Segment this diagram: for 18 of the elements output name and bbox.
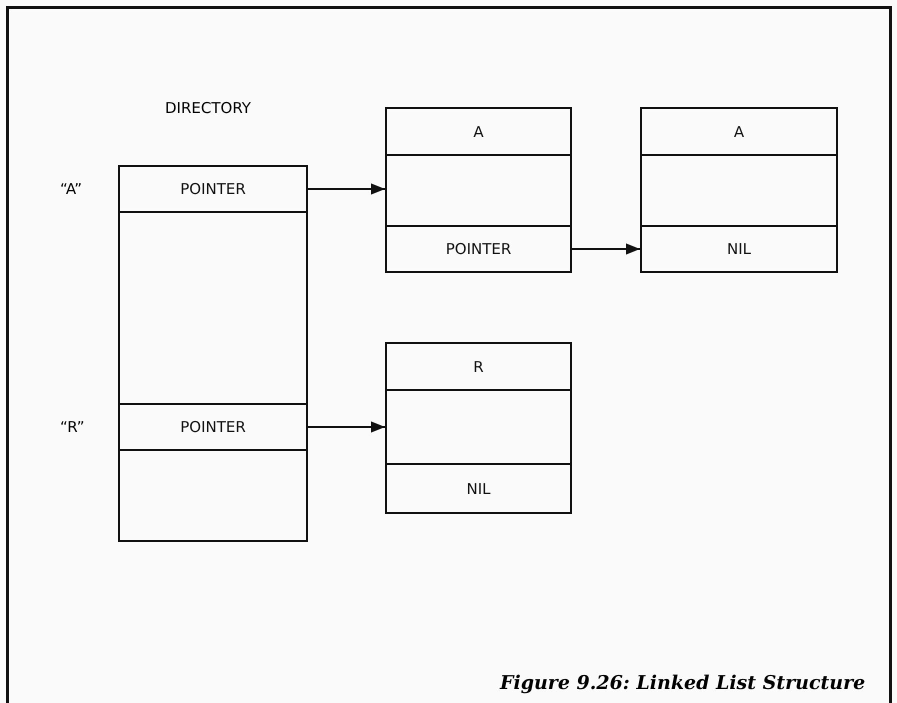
field-label: POINTER bbox=[180, 180, 246, 198]
field-label: POINTER bbox=[446, 240, 512, 258]
field-label: NIL bbox=[466, 480, 490, 498]
arrow bbox=[572, 243, 640, 255]
record-box bbox=[640, 107, 838, 273]
figure-caption: Figure 9.26: Linked List Structure bbox=[500, 672, 866, 694]
field-label: R bbox=[473, 358, 484, 376]
field-label: A bbox=[473, 122, 484, 140]
arrow bbox=[308, 183, 385, 195]
record-box bbox=[385, 342, 572, 514]
field-label: POINTER bbox=[180, 418, 246, 436]
field-label: A bbox=[734, 122, 744, 140]
arrow bbox=[308, 421, 385, 433]
key-label: “R” bbox=[60, 418, 85, 436]
key-label: “A” bbox=[60, 180, 82, 198]
field-label: NIL bbox=[726, 240, 751, 258]
record-box bbox=[385, 107, 572, 273]
column-heading: DIRECTORY bbox=[165, 99, 251, 117]
